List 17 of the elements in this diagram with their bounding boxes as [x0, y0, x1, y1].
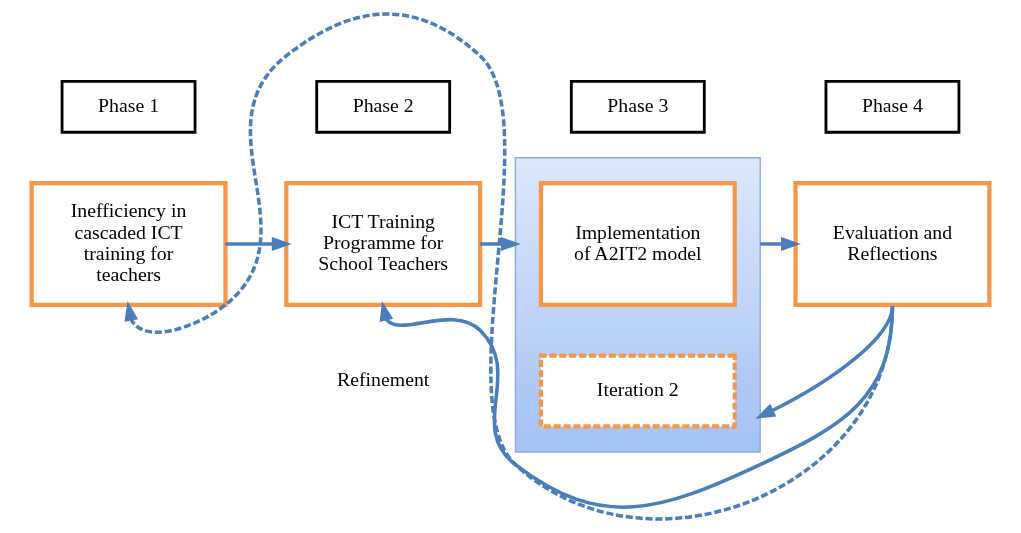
node-box: Implementation of A2IT2 model	[538, 181, 737, 307]
arrow	[755, 305, 895, 419]
node-box: Phase 3	[569, 79, 706, 134]
arrow	[760, 237, 801, 251]
node-box: ICT Training Programme for School Teachers	[284, 181, 483, 307]
cluster	[514, 157, 761, 453]
node-box: Iteration 2	[538, 353, 737, 429]
arrow	[124, 12, 895, 521]
node-box: Evaluation and Reflections	[793, 181, 992, 307]
arrow	[225, 237, 292, 251]
arrow	[379, 301, 895, 509]
node-box: Phase 2	[315, 79, 452, 134]
node-box: Phase 4	[824, 79, 961, 134]
arrow	[480, 237, 521, 251]
node-box: Inefficiency in cascaded ICT training for teachers	[29, 181, 228, 307]
label: Refinement	[337, 368, 430, 391]
node-box: Phase 1	[60, 79, 197, 134]
